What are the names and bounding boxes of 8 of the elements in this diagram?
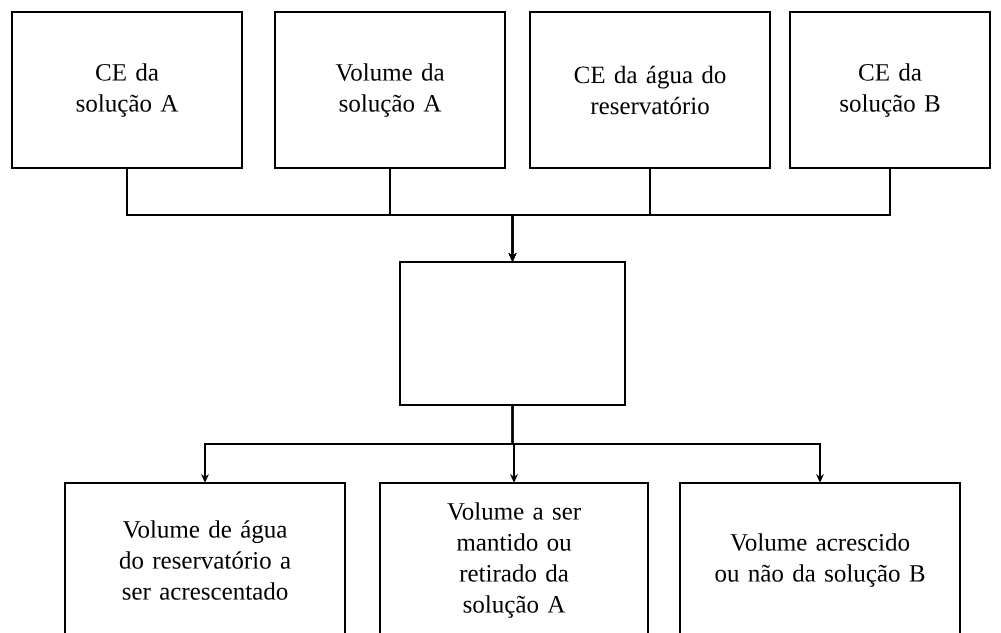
box: Volume da solução A: [274, 11, 506, 169]
box: CE da água do reservatório: [529, 11, 771, 169]
box: CE da solução B: [789, 11, 991, 169]
box: Volume a ser mantido ou retirado da solução A: [379, 482, 649, 633]
box: Volume de água do reservatório a ser acrescentado: [64, 482, 346, 633]
box: Volume acrescido ou não da solução B: [679, 482, 961, 633]
box: CE da solução A: [11, 11, 243, 169]
box: [399, 261, 626, 406]
